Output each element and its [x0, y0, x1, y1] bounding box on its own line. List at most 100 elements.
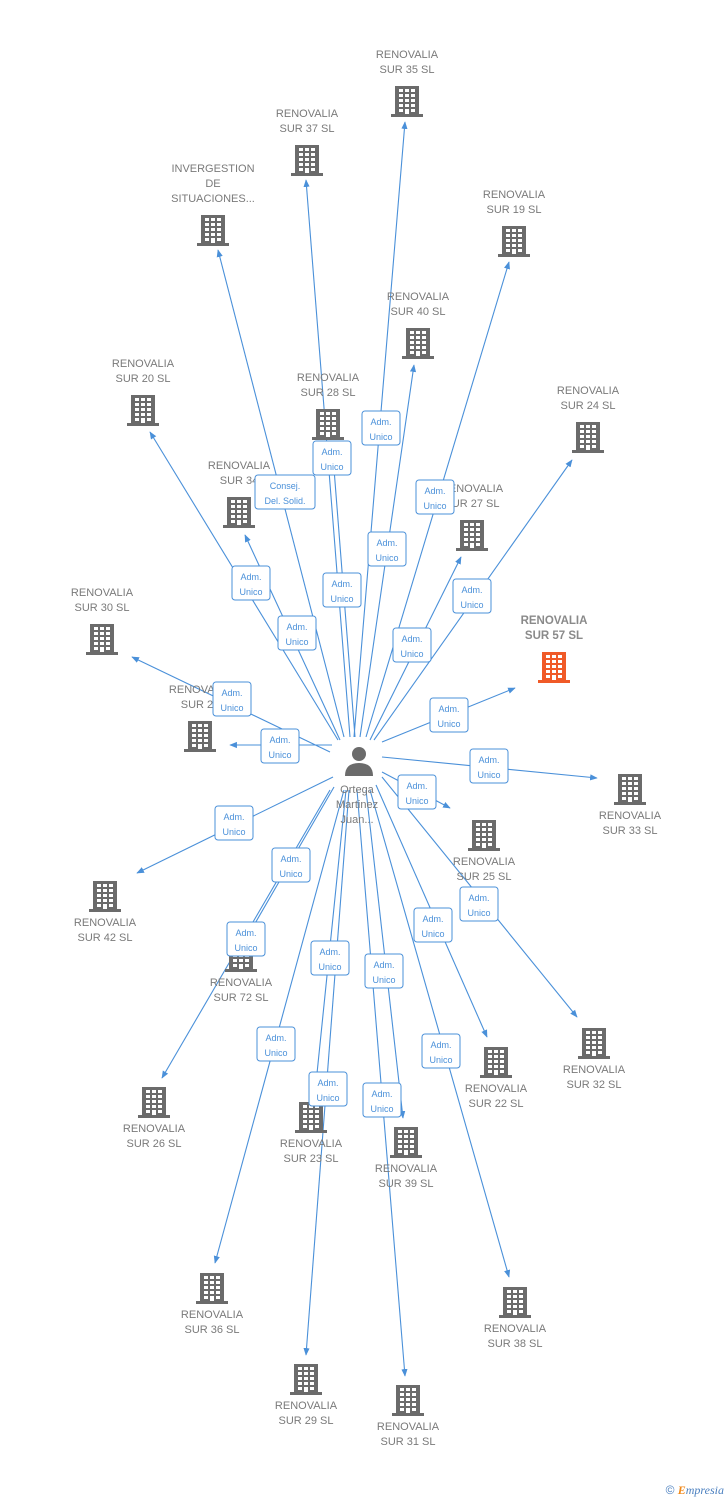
- company-label: SUR 29 SL: [278, 1415, 333, 1427]
- company-label: SUR 26 SL: [126, 1138, 181, 1150]
- role-text: Adm.: [269, 735, 290, 745]
- role-badge[interactable]: Adm.Unico: [322, 572, 362, 608]
- building-icon[interactable]: [197, 215, 229, 246]
- company-label: SUR 37 SL: [279, 123, 334, 135]
- company-label: SUR 39 SL: [378, 1178, 433, 1190]
- company-node-invergestion[interactable]: INVERGESTIONDESITUACIONES...: [171, 163, 255, 246]
- building-icon[interactable]: [196, 1273, 228, 1304]
- building-icon[interactable]: [390, 1127, 422, 1158]
- role-text: Adm.: [321, 447, 342, 457]
- building-icon[interactable]: [86, 624, 118, 655]
- role-badge[interactable]: Consej.Del. Solid.: [254, 474, 316, 510]
- building-icon[interactable]: [456, 520, 488, 551]
- building-icon[interactable]: [89, 881, 121, 912]
- company-label: RENOVALIA: [377, 1421, 440, 1433]
- building-icon[interactable]: [392, 1385, 424, 1416]
- building-icon[interactable]: [468, 820, 500, 851]
- role-badge[interactable]: Adm.Unico: [397, 774, 437, 810]
- building-icon[interactable]: [614, 774, 646, 805]
- role-badge[interactable]: Adm.Unico: [362, 1082, 402, 1118]
- building-icon[interactable]: [572, 422, 604, 453]
- role-badge[interactable]: Adm.Unico: [469, 748, 509, 784]
- role-badge[interactable]: Adm.Unico: [364, 953, 404, 989]
- person-icon: [345, 747, 373, 776]
- building-icon[interactable]: [498, 226, 530, 257]
- role-badge[interactable]: Adm.Unico: [310, 940, 350, 976]
- role-badge[interactable]: Adm.Unico: [214, 805, 254, 841]
- company-label: RENOVALIA: [210, 977, 273, 989]
- building-icon[interactable]: [290, 1364, 322, 1395]
- role-badge[interactable]: Adm.Unico: [459, 886, 499, 922]
- role-badge[interactable]: Adm.Unico: [452, 578, 492, 614]
- role-badge[interactable]: Adm.Unico: [271, 847, 311, 883]
- building-icon[interactable]: [184, 721, 216, 752]
- building-icon[interactable]: [223, 497, 255, 528]
- person-node[interactable]: OrtegaMartinezJuan...: [336, 747, 378, 826]
- role-badge[interactable]: Adm.Unico: [312, 440, 352, 476]
- role-badge[interactable]: Adm.Unico: [421, 1033, 461, 1069]
- building-icon[interactable]: [402, 328, 434, 359]
- role-text: Adm.: [240, 572, 261, 582]
- building-icon[interactable]: [480, 1047, 512, 1078]
- company-label: RENOVALIA: [387, 291, 450, 303]
- role-badge[interactable]: Adm.Unico: [226, 921, 266, 957]
- building-icon[interactable]: [291, 145, 323, 176]
- company-label: SUR 33 SL: [602, 825, 657, 837]
- building-icon[interactable]: [295, 1102, 327, 1133]
- role-badge[interactable]: Adm.Unico: [413, 907, 453, 943]
- role-badge[interactable]: Adm.Unico: [367, 531, 407, 567]
- role-badge[interactable]: Adm.Unico: [361, 410, 401, 446]
- footer-brand[interactable]: © Empresia: [666, 1483, 724, 1498]
- role-badge[interactable]: Adm.Unico: [231, 565, 271, 601]
- role-badge[interactable]: Adm.Unico: [392, 627, 432, 663]
- role-badge[interactable]: Adm.Unico: [212, 681, 252, 717]
- role-badge[interactable]: Adm.Unico: [277, 615, 317, 651]
- role-badge[interactable]: Adm.Unico: [256, 1026, 296, 1062]
- role-badge[interactable]: Adm.Unico: [415, 479, 455, 515]
- company-label: SUR 19 SL: [486, 204, 541, 216]
- role-text: Adm.: [376, 538, 397, 548]
- company-label: SUR 36 SL: [184, 1324, 239, 1336]
- role-badge[interactable]: Adm.Unico: [429, 697, 469, 733]
- company-label: RENOVALIA: [441, 483, 504, 495]
- role-badge[interactable]: Adm.Unico: [260, 728, 300, 764]
- building-icon[interactable]: [127, 395, 159, 426]
- building-icon[interactable]: [312, 409, 344, 440]
- company-label: SUR 22 SL: [468, 1098, 523, 1110]
- role-text: Unico: [369, 432, 392, 442]
- building-icon[interactable]: [538, 652, 570, 683]
- building-icon[interactable]: [391, 86, 423, 117]
- company-label: RENOVALIA: [208, 460, 271, 472]
- role-badge[interactable]: Adm.Unico: [308, 1071, 348, 1107]
- building-icon[interactable]: [138, 1087, 170, 1118]
- role-text: Unico: [330, 594, 353, 604]
- role-text: Unico: [285, 637, 308, 647]
- building-icon[interactable]: [578, 1028, 610, 1059]
- building-icon[interactable]: [499, 1287, 531, 1318]
